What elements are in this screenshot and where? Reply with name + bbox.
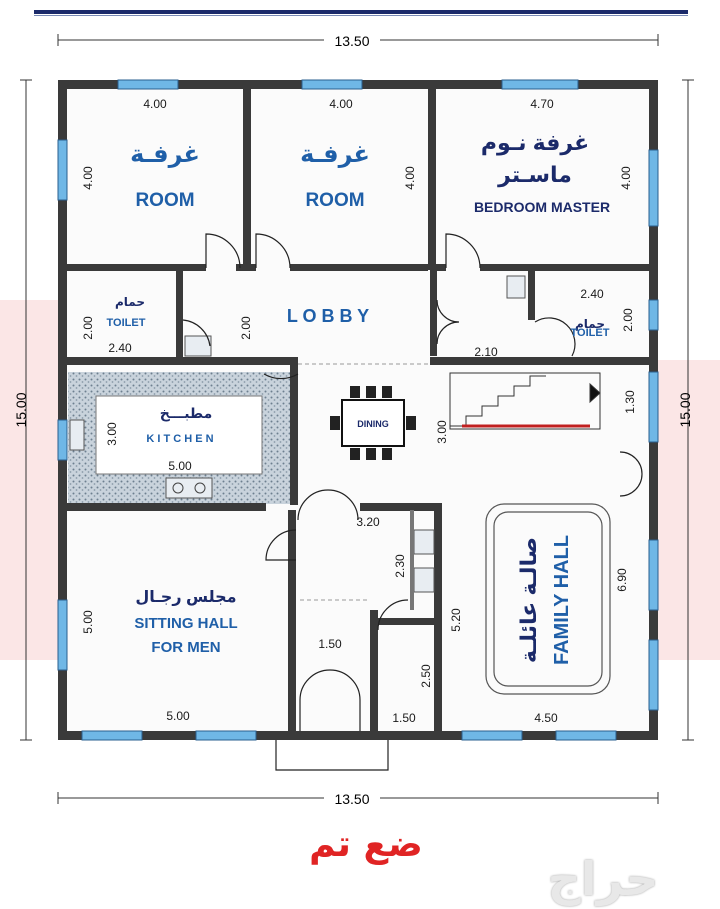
toilet-left-english: TOILET [107, 317, 146, 329]
dim-sitting-h: 5.00 [81, 610, 95, 634]
family-english: FAMILY HALL [551, 535, 573, 665]
dim-toilet-right-h: 2.00 [621, 308, 635, 332]
dim-top: 13.50 [334, 33, 369, 49]
corridor-lines [298, 363, 430, 601]
family-hall-frame [485, 503, 611, 695]
dim-room2-h: 4.00 [403, 166, 417, 190]
stamp-text: ضع تم [309, 824, 423, 865]
dim-corridor-h: 5.20 [449, 608, 463, 632]
room2-english: ROOM [305, 190, 364, 211]
master-english: BEDROOM MASTER [474, 199, 610, 215]
dim-room1-w: 4.00 [143, 97, 167, 111]
room1-arabic: غرفـة [130, 141, 200, 168]
room2-arabic: غرفـة [300, 141, 370, 168]
dim-dining-h: 3.00 [435, 420, 449, 444]
dim-toilet-left-w: 2.40 [108, 341, 132, 355]
kitchen-arabic: مطبـــخ [160, 405, 212, 422]
dim-lobby-h: 2.00 [239, 316, 253, 340]
dim-kitchen-h: 3.00 [105, 422, 119, 446]
toilet-right-arabic: حمام [575, 317, 605, 332]
dim-kitchen-w: 5.00 [168, 459, 192, 473]
room-dimensions: 4.00 4.00 4.00 4.00 4.70 4.00 2.00 2.40 … [81, 97, 637, 725]
dim-stair-h: 1.30 [623, 390, 637, 414]
dim-left: 15.00 [13, 392, 29, 427]
dim-family-w: 4.50 [534, 711, 558, 725]
dim-bath-h: 2.30 [393, 554, 407, 578]
dim-bath-w: 3.20 [356, 515, 380, 529]
dim-room1-h: 4.00 [81, 166, 95, 190]
dim-right: 15.00 [677, 392, 693, 427]
master-arabic-1: غرفة نـوم [481, 130, 589, 156]
dim-toilet-right-w: 2.40 [580, 287, 604, 301]
sitting-english-1: SITTING HALL [134, 615, 237, 632]
dim-bottom: 13.50 [334, 791, 369, 807]
dim-store-w: 1.50 [392, 711, 416, 725]
dim-room2-w: 4.00 [329, 97, 353, 111]
dining-label: DINING [357, 419, 389, 429]
dim-master-h: 4.00 [619, 166, 633, 190]
dim-store-h: 2.50 [419, 664, 433, 688]
dim-family-h: 6.90 [615, 568, 629, 592]
kitchen-english: K I T C H E N [146, 433, 213, 445]
dim-entrance-w: 1.50 [318, 637, 342, 651]
room1-english: ROOM [135, 190, 194, 211]
room-labels: غرفـة ROOM غرفـة ROOM غرفة نـوم ماسـتر B… [107, 130, 611, 665]
toilet-left-arabic: حمام [115, 295, 145, 310]
haraj-logo: حراج [547, 852, 659, 906]
sitting-arabic: مجلس رجـال [135, 589, 236, 606]
staircase [449, 372, 601, 430]
dining-table [330, 386, 416, 460]
kitchen-counter [68, 372, 290, 504]
toilet-right-english: TOILET [571, 327, 610, 339]
dim-stair-w: 2.10 [474, 345, 498, 359]
family-arabic: صالـة عائلـة [516, 537, 541, 663]
windows [57, 79, 659, 741]
walls [58, 80, 658, 740]
sitting-english-2: FOR MEN [151, 639, 220, 656]
header-rule [34, 10, 688, 14]
dim-sitting-w: 5.00 [166, 709, 190, 723]
dim-toilet-left-h: 2.00 [81, 316, 95, 340]
doors [182, 233, 643, 771]
master-arabic-2: ماسـتر [497, 162, 572, 188]
lobby-label: L O B B Y [287, 306, 369, 326]
dim-master-w: 4.70 [530, 97, 554, 111]
